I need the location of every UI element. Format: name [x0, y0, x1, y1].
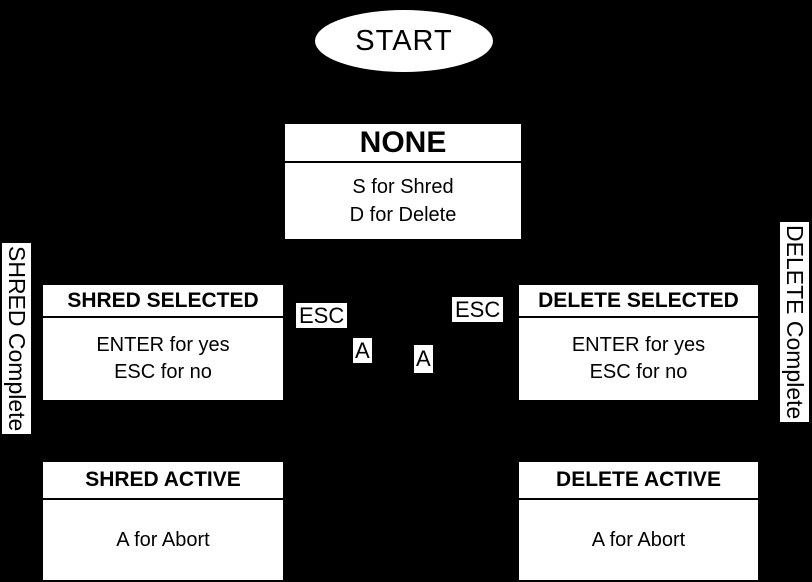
state-delete-active-title: DELETE ACTIVE [519, 462, 758, 500]
state-none-body: S for Shred D for Delete [285, 163, 521, 239]
start-node-label: START [355, 24, 453, 57]
state-delete-selected-line1: ENTER for yes [571, 334, 706, 356]
state-shred-selected-body: ENTER for yes ESC for no [43, 318, 283, 400]
state-delete-selected-title: DELETE SELECTED [519, 285, 758, 318]
state-shred-active-title: SHRED ACTIVE [43, 462, 283, 500]
state-none-title: NONE [285, 124, 521, 163]
edge-label-shred-complete: SHRED Complete [2, 243, 31, 435]
state-shred-active-line1: A for Abort [116, 528, 210, 551]
state-delete-selected-body: ENTER for yes ESC for no [519, 318, 758, 400]
state-none-line2: D for Delete [349, 204, 457, 226]
state-shred-selected-title: SHRED SELECTED [43, 285, 283, 318]
state-delete-active: DELETE ACTIVE A for Abort [519, 462, 758, 580]
state-delete-selected-line2: ESC for no [589, 361, 688, 383]
state-shred-active: SHRED ACTIVE A for Abort [43, 462, 283, 580]
state-shred-selected: SHRED SELECTED ENTER for yes ESC for no [43, 285, 283, 400]
state-shred-selected-line2: ESC for no [114, 361, 212, 383]
state-delete-active-body: A for Abort [519, 500, 758, 580]
state-shred-selected-line1: ENTER for yes [96, 334, 230, 356]
state-delete-active-line1: A for Abort [591, 528, 686, 551]
state-none: NONE S for Shred D for Delete [285, 124, 521, 239]
state-shred-active-body: A for Abort [43, 500, 283, 580]
state-delete-selected: DELETE SELECTED ENTER for yes ESC for no [519, 285, 758, 400]
edge-label-delete-complete: DELETE Complete [780, 222, 809, 423]
edge-label-esc-right: ESC [452, 297, 504, 322]
edge-label-a-right: A [414, 345, 433, 373]
start-node: START [315, 10, 493, 72]
state-none-line1: S for Shred [352, 176, 454, 198]
edge-label-a-left: A [353, 338, 372, 363]
edge-label-esc-left: ESC [296, 303, 348, 328]
